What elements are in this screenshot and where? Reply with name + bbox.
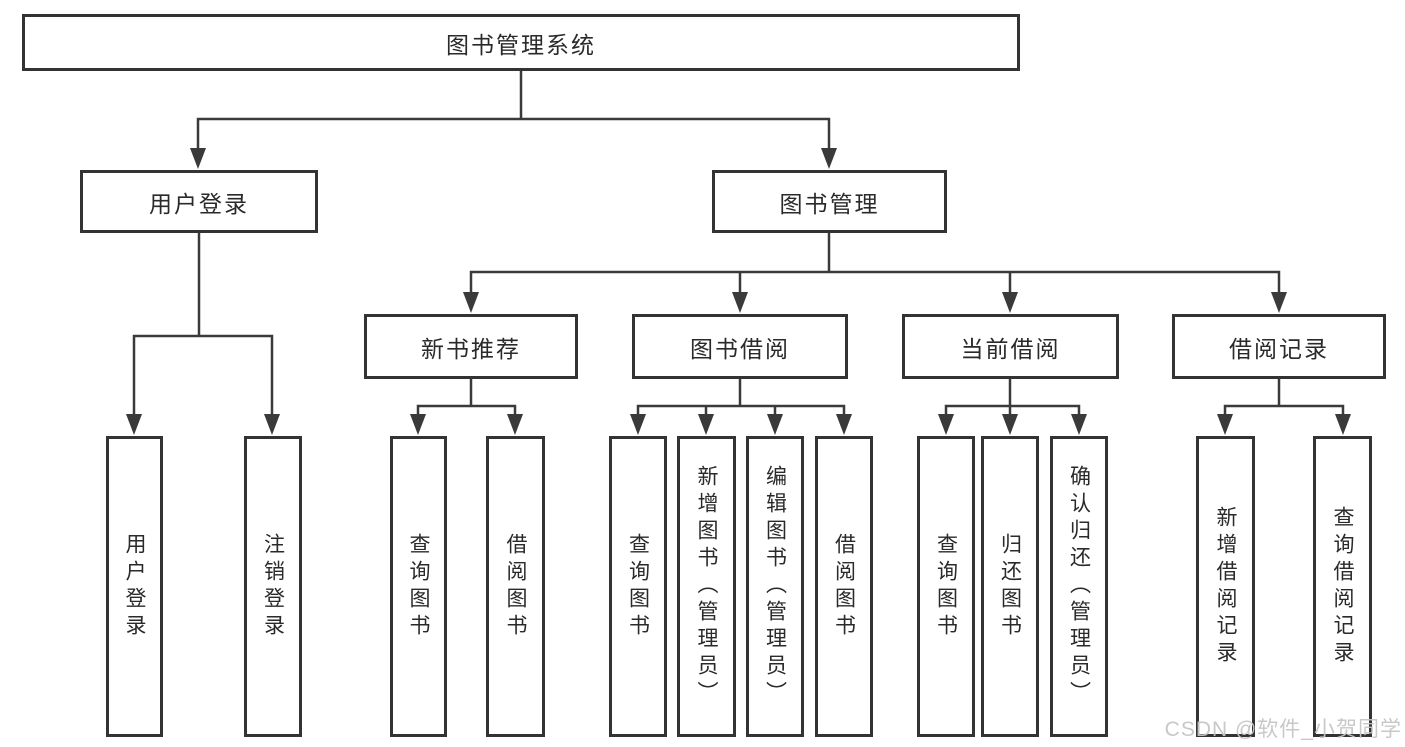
arrowhead [630,414,646,435]
arrowhead [1071,414,1087,435]
arrowhead [463,292,479,313]
arrowhead [507,414,523,435]
node-library-system: 图书管理系统 [22,14,1020,71]
arrowhead [698,414,714,435]
node-current-borrow: 当前借阅 [902,314,1119,379]
node-label: 查询图书 [934,532,958,641]
node-label: 图书借阅 [690,335,790,362]
node-label: 用户登录 [149,190,249,217]
node-user-login: 用户登录 [80,170,318,233]
leaf-query-books-current: 查询图书 [917,436,975,737]
node-borrow-record: 借阅记录 [1172,314,1386,379]
leaf-borrow-books: 借阅图书 [815,436,873,737]
node-label: 归还图书 [998,532,1022,641]
arrowhead [1002,292,1018,313]
connector-root-to-level2 [196,69,831,154]
leaf-add-borrow-record: 新增借阅记录 [1196,436,1255,737]
arrowhead [190,148,206,169]
node-label: 借阅图书 [504,532,528,641]
node-label: 注销登录 [261,532,285,641]
arrowhead [1002,414,1018,435]
node-label: 借阅记录 [1229,335,1329,362]
node-label: 用户登录 [123,532,147,641]
leaf-confirm-return-admin: 确认归还（管理员） [1050,436,1108,737]
connector-book-borrow-to-leaves [636,377,846,421]
arrowhead [836,414,852,435]
arrowhead [264,414,280,435]
node-label: 编辑图书（管理员） [763,465,787,708]
node-label: 确认归还（管理员） [1067,465,1091,708]
arrowhead [821,148,837,169]
node-label: 新增借阅记录 [1214,505,1238,668]
connector-user-login-to-leaves [132,231,274,420]
leaf-user-login: 用户登录 [106,436,163,737]
leaf-logout: 注销登录 [244,436,302,737]
node-new-book-recommend: 新书推荐 [364,314,578,379]
node-book-management: 图书管理 [712,170,947,233]
node-label: 新增图书（管理员） [695,465,719,708]
node-label: 查询图书 [407,532,431,641]
arrowhead [410,414,426,435]
connector-borrow-record-to-leaves [1223,377,1345,421]
arrowhead [1335,414,1351,435]
node-label: 查询图书 [626,532,650,641]
leaf-add-books-admin: 新增图书（管理员） [677,436,736,737]
leaf-query-borrow-record: 查询借阅记录 [1313,436,1372,737]
connector-current-borrow-to-leaves [944,377,1081,421]
leaf-return-books: 归还图书 [981,436,1039,737]
node-label: 当前借阅 [960,335,1061,362]
leaf-query-books-recommend: 查询图书 [390,436,447,737]
leaf-query-books-borrow: 查询图书 [609,436,667,737]
arrowhead [1217,414,1233,435]
connector-book-mgmt-to-level3 [469,231,1281,299]
node-label: 借阅图书 [832,532,856,641]
leaf-edit-books-admin: 编辑图书（管理员） [746,436,804,737]
node-label: 图书管理 [779,190,880,217]
node-label: 查询借阅记录 [1331,505,1355,668]
arrowhead [938,414,954,435]
arrowhead [732,292,748,313]
leaf-borrow-books-recommend: 借阅图书 [486,436,545,737]
watermark: CSDN @软件_小贺同学 [1164,718,1402,741]
node-book-borrow: 图书借阅 [632,314,848,379]
arrowhead [767,414,783,435]
node-label: 图书管理系统 [446,31,596,58]
connector-new-recommend-to-leaves [416,377,517,421]
node-label: 新书推荐 [421,335,521,362]
arrowhead [126,414,142,435]
arrowhead [1271,292,1287,313]
